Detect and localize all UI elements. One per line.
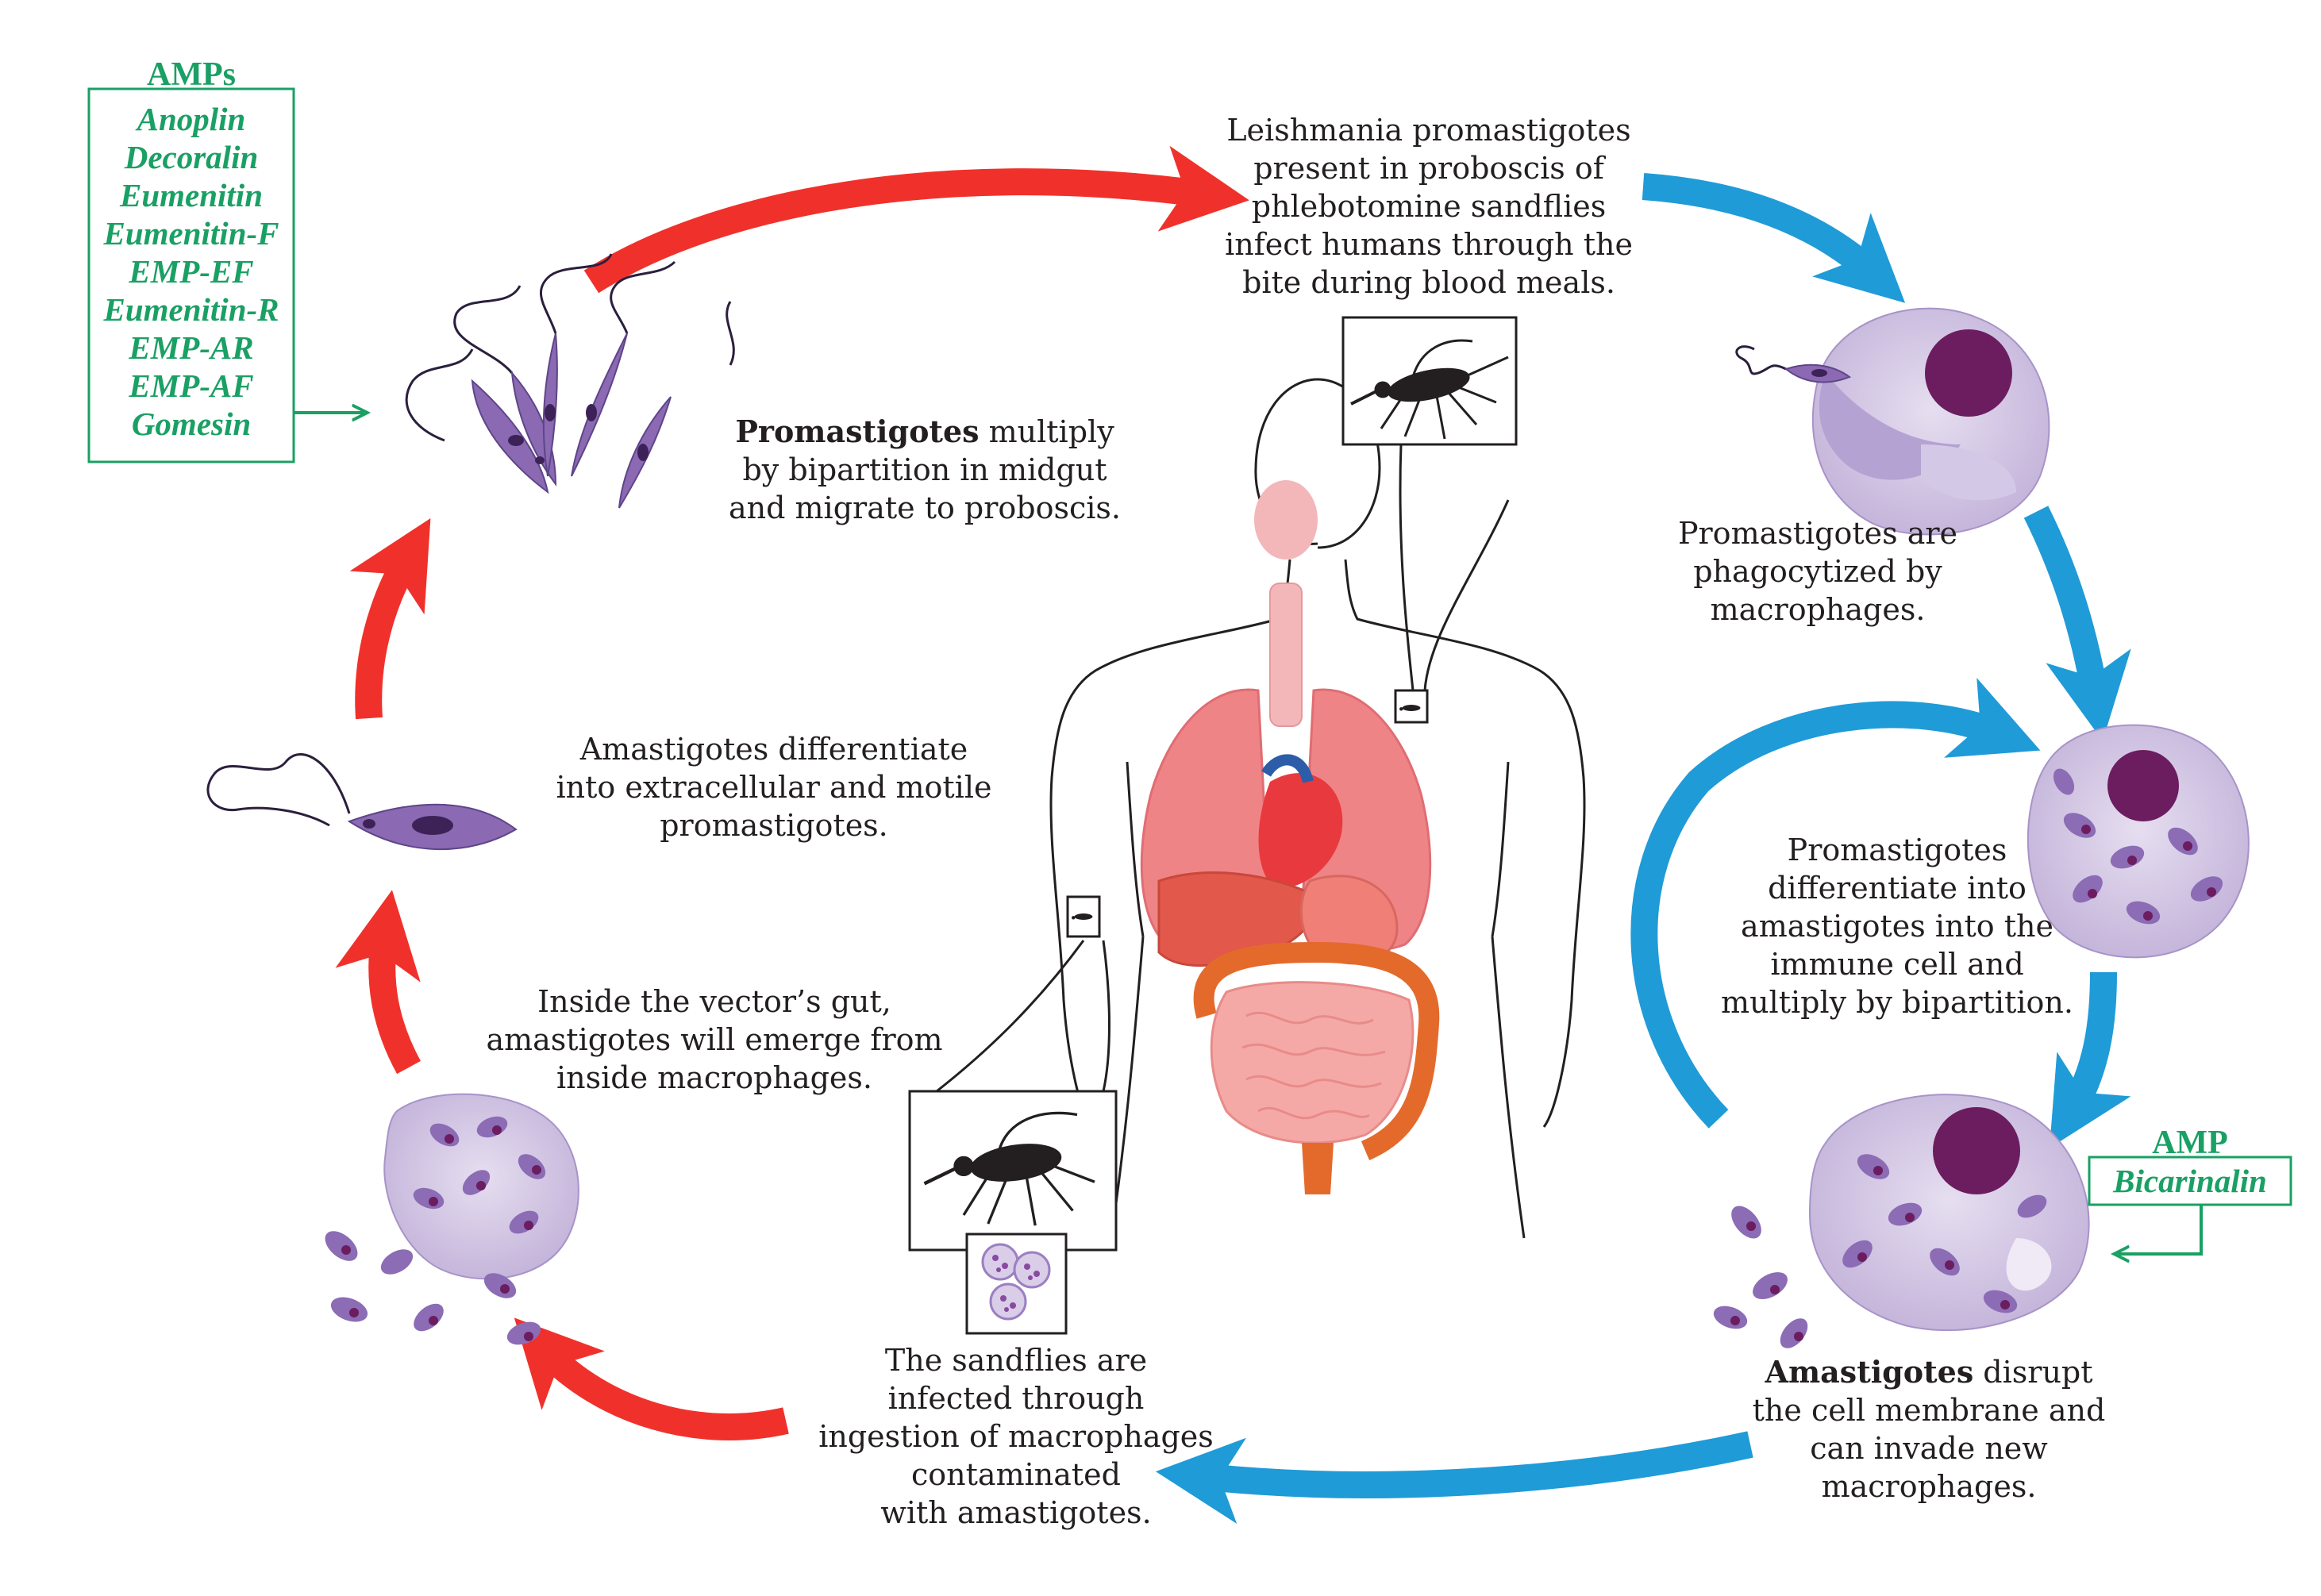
step-multiply-rest: multiply	[979, 414, 1114, 449]
blue-arrow-bottom	[1155, 1431, 1753, 1524]
step-sandflies-infected-line: contaminated	[911, 1457, 1121, 1492]
red-arrow-left-upper	[349, 518, 431, 720]
step-disrupt-line: can invade new	[1810, 1431, 2048, 1466]
step-multiply-text: Promastigotes multiply by bipartition in…	[706, 413, 1143, 527]
step-bite-line: infect humans through the	[1225, 227, 1633, 262]
blue-arrow-right-upper	[2023, 506, 2131, 741]
step-differentiate-amastigotes-line: differentiate into	[1768, 871, 2027, 906]
step-bite-line: phlebotomine sandflies	[1251, 189, 1607, 224]
red-arrow-top	[583, 145, 1249, 294]
amps-box	[87, 87, 364, 463]
step-multiply-line: and migrate to proboscis.	[728, 490, 1122, 525]
step-disrupt-text: Amastigotes disrupt the cell membrane an…	[1722, 1353, 2135, 1506]
step-differentiate-promastigotes-line: Amastigotes differentiate	[579, 732, 968, 767]
step-differentiate-amastigotes-line: amastigotes into the	[1741, 909, 2053, 944]
amps-box-frame	[87, 87, 295, 463]
amp-item: EMP-AF	[129, 367, 254, 404]
amp-box	[2088, 1156, 2292, 1254]
macrophage-emerging	[325, 1093, 579, 1345]
step-differentiate-amastigotes-line: immune cell and	[1770, 947, 2024, 982]
step-phagocytized-text: Promastigotes are phagocytized by macrop…	[1651, 514, 1984, 629]
step-vector-gut-line: amastigotes will emerge from	[486, 1022, 943, 1057]
step-sandflies-infected-text: The sandflies are infected through inges…	[810, 1341, 1222, 1532]
macrophage-infected	[2027, 724, 2250, 959]
step-disrupt-line: macrophages.	[1821, 1469, 2037, 1504]
step-differentiate-promastigotes-text: Amastigotes differentiate into extracell…	[540, 730, 1008, 844]
macrophage-bursting	[1713, 1094, 2090, 1348]
promastigote-single	[206, 753, 518, 851]
step-disrupt-line: the cell membrane and	[1752, 1393, 2106, 1428]
amp-item: Eumenitin	[119, 177, 263, 213]
amp-item: Anoplin	[137, 101, 246, 137]
step-phagocytized-line: Promastigotes are	[1677, 516, 1958, 551]
amp-item: Eumenitin-F	[103, 215, 279, 252]
blue-arrow-right-lower	[2050, 971, 2131, 1148]
step-multiply-bold: Promastigotes	[735, 413, 980, 449]
mosquito-icon-top	[1350, 339, 1509, 440]
step-vector-gut-line: Inside the vector’s gut,	[537, 984, 891, 1019]
step-vector-gut-text: Inside the vector’s gut, amastigotes wil…	[468, 983, 960, 1097]
macrophage-inset	[965, 1233, 1068, 1335]
step-bite-line: bite during blood meals.	[1242, 265, 1615, 300]
amp-item: EMP-AR	[129, 329, 254, 366]
step-bite-text: Leishmania promastigotes present in prob…	[1191, 111, 1667, 302]
amp-item: Decoralin	[124, 139, 259, 175]
amp-item: Eumenitin-R	[103, 291, 279, 328]
step-disrupt-bold: Amastigotes	[1765, 1354, 1974, 1390]
step-sandflies-infected-line: The sandflies are	[884, 1343, 1148, 1378]
amp-box-title: AMP	[2152, 1125, 2228, 1161]
step-sandflies-infected-line: infected through	[887, 1381, 1145, 1416]
step-differentiate-promastigotes-line: into extracellular and motile	[556, 770, 992, 805]
mosquito-marker-chest-icon	[1399, 705, 1421, 711]
promastigotes-multiplying	[405, 253, 735, 509]
blue-arrows	[1155, 173, 2131, 1524]
step-bite-line: present in proboscis of	[1253, 151, 1604, 186]
step-phagocytized-line: phagocytized by	[1693, 554, 1942, 589]
macrophage-phagocytosis	[1735, 307, 2050, 536]
callout-lines	[936, 444, 1510, 1093]
blue-arrow-top-right	[1642, 173, 1906, 303]
larynx	[1254, 480, 1318, 560]
red-arrow-bottom	[514, 1317, 789, 1440]
step-disrupt-line: Amastigotes disrupt	[1722, 1353, 2135, 1391]
red-arrows	[335, 145, 1249, 1440]
step-disrupt-rest: disrupt	[1973, 1355, 2093, 1390]
human-body	[1049, 378, 1586, 1239]
amp-item: Gomesin	[131, 406, 252, 442]
rectum	[1302, 1143, 1334, 1194]
mosquito-marker-hip-icon	[1072, 913, 1093, 920]
step-multiply-line: Promastigotes multiply	[706, 413, 1143, 451]
red-arrow-left-lower	[335, 890, 421, 1075]
amp-item: EMP-EF	[129, 253, 254, 290]
amp-box-item: Bicarinalin	[2113, 1163, 2267, 1199]
large-intestine	[1193, 941, 1440, 1160]
infected-cells-icon	[981, 1243, 1051, 1321]
step-differentiate-amastigotes-line: Promastigotes	[1787, 833, 2007, 867]
step-vector-gut-line: inside macrophages.	[556, 1060, 873, 1095]
step-sandflies-infected-line: ingestion of macrophages	[818, 1419, 1214, 1454]
amps-list: Anoplin Decoralin Eumenitin Eumenitin-F …	[89, 100, 294, 443]
aorta	[1261, 754, 1314, 784]
small-intestine	[1210, 981, 1415, 1144]
amps-box-title: AMPs	[147, 56, 236, 93]
step-differentiate-promastigotes-line: promastigotes.	[660, 808, 888, 843]
step-phagocytized-line: macrophages.	[1710, 592, 1926, 627]
blue-arrow-inner-arc	[1630, 678, 2041, 1129]
step-multiply-line: by bipartition in midgut	[742, 452, 1107, 487]
step-differentiate-amastigotes-line: multiply by bipartition.	[1721, 985, 2073, 1020]
trachea	[1269, 583, 1303, 727]
heart	[1258, 773, 1343, 889]
step-differentiate-amastigotes-text: Promastigotes differentiate into amastig…	[1691, 831, 2104, 1021]
step-sandflies-infected-line: with amastigotes.	[880, 1495, 1152, 1530]
mosquito-icon-bottom	[923, 1111, 1095, 1226]
amp-inhibition-arrow	[2118, 1205, 2203, 1254]
amp-box-frame	[2088, 1156, 2292, 1206]
step-bite-line: Leishmania promastigotes	[1226, 113, 1631, 148]
intestine-coils	[1241, 1011, 1386, 1120]
